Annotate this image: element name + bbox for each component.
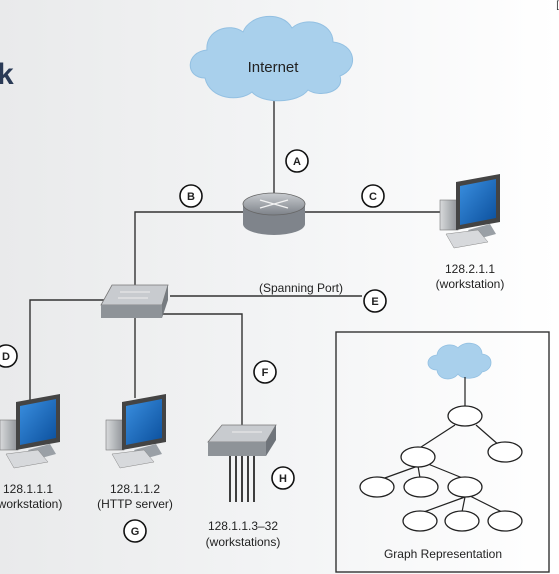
marker-e-circle — [363, 289, 387, 313]
marker-d: D — [2, 351, 10, 363]
marker-f: F — [262, 367, 269, 379]
graph-panel: Graph Representation — [335, 331, 550, 573]
link-switch-ws1 — [29, 299, 105, 410]
marker-g: G — [131, 526, 140, 538]
computer-icon — [0, 394, 60, 469]
graph-cloud-icon — [427, 342, 492, 380]
marker-c: C — [369, 191, 377, 203]
link-switch-hub — [160, 313, 243, 425]
router-icon — [242, 192, 306, 235]
graph-node — [400, 446, 436, 468]
marker-e: E — [371, 296, 378, 308]
marker-h-circle — [271, 466, 295, 490]
ws1-role: (workstation) — [0, 497, 62, 511]
graph-edges — [381, 377, 503, 514]
group-role: (workstations) — [206, 535, 281, 549]
marker-a: A — [293, 156, 301, 168]
remote-role: (workstation) — [436, 277, 505, 291]
graph-node — [359, 476, 395, 498]
graph-node — [402, 510, 438, 532]
graph-caption: Graph Representation — [384, 547, 502, 561]
marker-b: B — [187, 191, 195, 203]
link-router-switch — [134, 211, 245, 290]
marker-g-circle — [123, 519, 147, 543]
group-ip-range: 128.1.1.3–32 — [208, 519, 278, 533]
marker-f-circle — [253, 360, 277, 384]
graph-node — [447, 405, 483, 427]
computer-icon — [439, 174, 500, 249]
remote-ip: 128.2.1.1 — [445, 262, 495, 276]
marker-b-circle — [179, 184, 203, 208]
hub-icon — [207, 424, 277, 502]
internet-label: Internet — [248, 59, 300, 76]
switch-icon — [100, 284, 169, 318]
network-links — [29, 96, 440, 425]
marker-h: H — [279, 473, 287, 485]
graph-nodes — [359, 405, 523, 532]
marker-d-circle — [0, 344, 18, 368]
graph-node — [447, 476, 483, 498]
http-ip: 128.1.1.2 — [110, 482, 160, 496]
computer-icon — [105, 394, 166, 469]
graph-node — [403, 476, 439, 498]
graph-node — [487, 441, 523, 463]
heading-fragment: k — [0, 58, 14, 91]
corner-fragment: [ — [556, 0, 559, 11]
markers — [0, 149, 387, 543]
internet-cloud-icon — [189, 15, 354, 102]
ws1-ip: 128.1.1.1 — [3, 482, 53, 496]
spanning-port-label: (Spanning Port) — [259, 281, 343, 295]
graph-node — [444, 510, 480, 532]
marker-c-circle — [361, 184, 385, 208]
marker-a-circle — [285, 149, 309, 173]
graph-node — [487, 510, 523, 532]
http-role: (HTTP server) — [97, 497, 173, 511]
graph-panel-border — [335, 331, 550, 573]
